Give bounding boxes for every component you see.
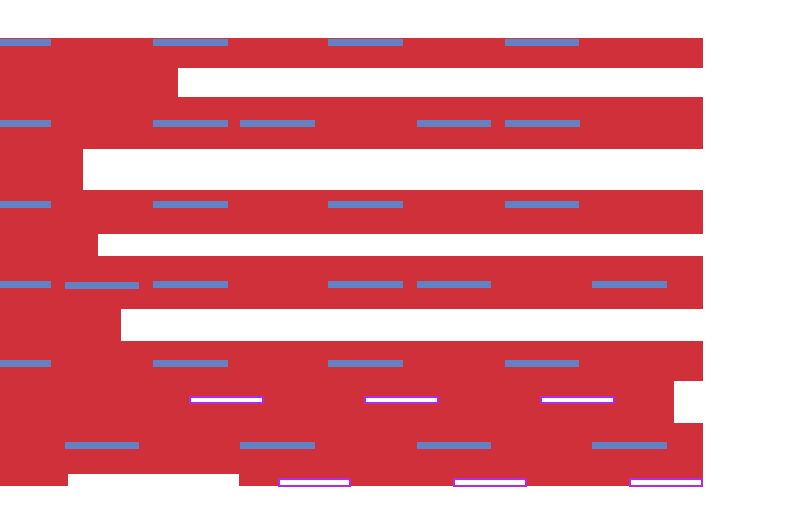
outlined-highlight-bar: [629, 478, 703, 487]
white-cutout: [68, 474, 239, 486]
link-underline-bar: [417, 281, 491, 288]
outlined-highlight-bar: [364, 396, 439, 404]
link-underline-bar: [153, 201, 228, 208]
outlined-highlight-bar: [540, 396, 615, 404]
red-block: [0, 190, 98, 256]
link-underline-bar: [153, 39, 228, 46]
link-underline-bar: [240, 442, 315, 449]
link-underline-bar: [65, 282, 139, 289]
link-underline-bar: [417, 442, 491, 449]
link-underline-bar: [592, 281, 667, 288]
link-underline-bar: [328, 201, 403, 208]
link-underline-bar: [0, 281, 51, 288]
link-underline-bar: [153, 360, 228, 367]
link-underline-bar: [0, 39, 51, 46]
link-underline-bar: [328, 39, 403, 46]
link-underline-bar: [153, 281, 228, 288]
link-underline-bar: [505, 120, 580, 127]
red-block: [0, 97, 703, 149]
link-underline-bar: [505, 201, 579, 208]
link-underline-bar: [328, 360, 403, 367]
link-underline-bar: [0, 201, 51, 208]
link-underline-bar: [417, 120, 491, 127]
link-underline-bar: [0, 360, 51, 367]
link-underline-bar: [505, 360, 579, 367]
link-underline-bar: [0, 120, 51, 127]
red-block: [0, 190, 703, 234]
link-underline-bar: [505, 39, 579, 46]
outlined-highlight-bar: [453, 478, 527, 487]
link-underline-bar: [65, 442, 139, 449]
white-cutout: [674, 381, 703, 423]
red-block: [0, 256, 121, 341]
link-underline-bar: [240, 120, 315, 127]
link-underline-bar: [328, 281, 403, 288]
link-underline-bar: [592, 442, 667, 449]
red-block: [0, 38, 178, 97]
link-underline-bar: [153, 120, 228, 127]
outlined-highlight-bar: [189, 396, 264, 404]
outlined-highlight-bar: [278, 478, 351, 487]
red-block: [0, 97, 83, 190]
